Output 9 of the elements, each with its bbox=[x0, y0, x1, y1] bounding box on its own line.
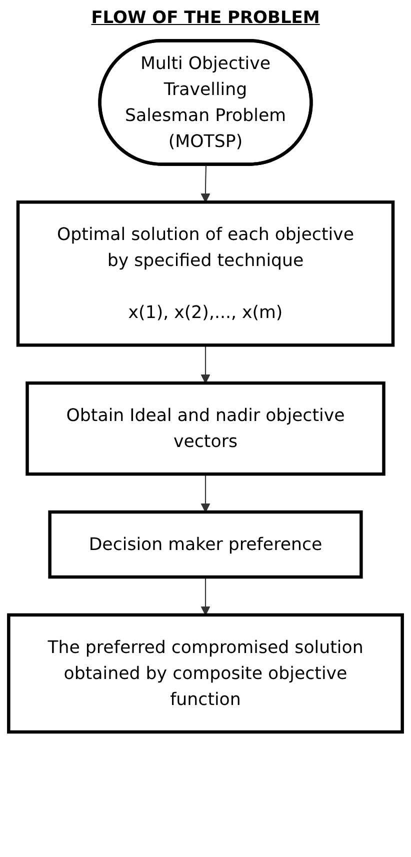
arrow bbox=[200, 474, 210, 512]
node-box: Decision maker preference bbox=[48, 510, 363, 579]
arrow bbox=[200, 345, 210, 384]
node-box: Obtain Ideal and nadir objective vectors bbox=[26, 381, 386, 476]
diagram-title: FLOW OF THE PROBLEM bbox=[91, 8, 320, 28]
arrow bbox=[200, 164, 210, 203]
arrow bbox=[200, 577, 210, 616]
node-box: Optimal solution of each objective by specified technique x(1), x(2),..., x(m) bbox=[16, 200, 395, 347]
node-box: The preferred compromised solution obtained by composite objective function bbox=[7, 613, 404, 734]
